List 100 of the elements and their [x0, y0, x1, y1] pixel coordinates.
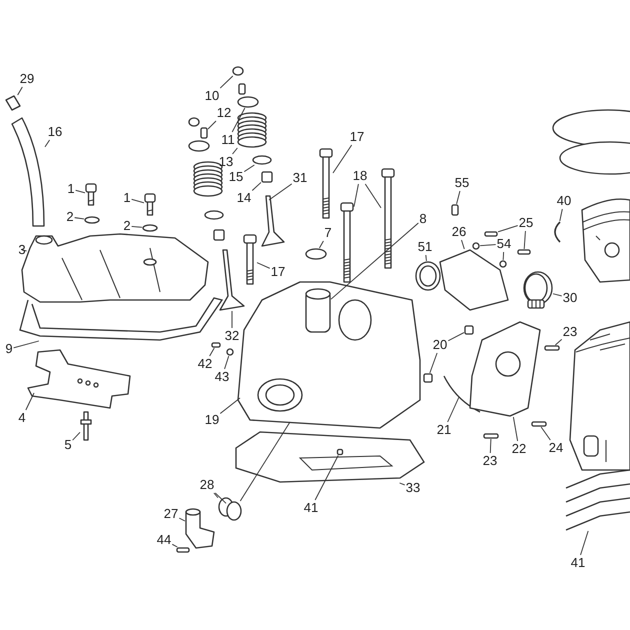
intake-manifold — [439, 249, 509, 311]
leader-line — [524, 230, 526, 250]
leader-line — [480, 244, 496, 246]
hose-fitting — [5, 95, 21, 111]
callout-number: 1 — [67, 182, 75, 196]
head-gasket — [235, 431, 425, 483]
leader-line — [332, 144, 352, 174]
screw — [544, 345, 560, 351]
callout-number: 13 — [218, 155, 234, 169]
callout-number: 14 — [236, 191, 252, 205]
leader-line — [552, 293, 562, 296]
leader-line — [232, 108, 246, 132]
dowel-pin — [423, 373, 433, 383]
callout-number: 8 — [419, 212, 427, 226]
leader-line — [209, 348, 215, 356]
callout-number: 10 — [204, 89, 220, 103]
o-ring — [305, 248, 327, 260]
callout-number: 16 — [48, 125, 62, 139]
stud-pin — [80, 411, 92, 441]
leader-line — [429, 352, 438, 374]
leader-line — [252, 182, 262, 191]
leader-line — [425, 254, 427, 262]
leader-line — [13, 340, 40, 348]
leader-line — [72, 432, 80, 441]
leader-line — [461, 240, 465, 250]
callout-number: 2 — [123, 219, 131, 233]
screw — [211, 342, 221, 348]
leader-line — [214, 492, 226, 504]
leader-line — [44, 140, 50, 148]
leader-line — [330, 222, 419, 300]
leader-line — [498, 225, 518, 232]
spring-seat-washer — [204, 210, 224, 220]
bolt — [340, 202, 354, 283]
spring-washer — [237, 96, 259, 108]
leader-line — [318, 240, 324, 248]
callout-number: 23 — [482, 454, 498, 468]
valve-cap — [232, 66, 244, 76]
washer — [226, 348, 234, 356]
bolt — [243, 234, 257, 285]
valve — [261, 195, 285, 247]
dowel-pin — [336, 448, 344, 456]
leader-line — [490, 438, 492, 454]
callout-number: 17 — [270, 265, 286, 279]
callout-number: 42 — [198, 357, 212, 371]
valve-guide — [305, 288, 331, 333]
leader-line — [512, 416, 518, 442]
callout-number: 32 — [224, 329, 240, 343]
bolt — [319, 148, 333, 219]
screw — [483, 433, 499, 439]
leader-line — [456, 190, 460, 204]
leader-line — [213, 492, 218, 498]
callout-number: 9 — [5, 342, 13, 356]
leader-line — [178, 518, 186, 522]
screw — [517, 249, 531, 255]
callout-number: 4 — [18, 411, 26, 425]
leader-line — [244, 164, 255, 172]
cylinder-head — [237, 281, 421, 429]
hose-clamp — [523, 271, 553, 309]
valve — [219, 249, 245, 311]
washer — [142, 224, 158, 232]
piston-ring — [552, 109, 630, 147]
spring-washer — [188, 140, 210, 152]
leader-line — [240, 422, 290, 502]
callout-number: 27 — [164, 507, 178, 521]
cover-gasket — [19, 297, 224, 341]
valve-keeper — [238, 83, 246, 95]
callout-number: 26 — [452, 225, 466, 239]
callout-number: 5 — [64, 438, 72, 452]
leader-line — [540, 426, 551, 440]
leader-line — [17, 86, 23, 96]
callout-number: 24 — [548, 441, 564, 455]
leader-line — [559, 208, 563, 222]
callout-number: 21 — [436, 423, 452, 437]
callout-number: 33 — [406, 481, 420, 495]
callout-number: 30 — [562, 291, 578, 305]
leader-line — [131, 226, 142, 228]
circlip — [554, 221, 561, 243]
callout-number: 40 — [556, 194, 572, 208]
screw — [531, 421, 547, 427]
valve-cap — [188, 117, 200, 127]
bolt — [381, 168, 395, 269]
callout-number: 2 — [66, 210, 74, 224]
leader-line — [172, 544, 178, 548]
leader-line — [74, 217, 84, 220]
callout-number: 54 — [496, 237, 512, 251]
gasket — [27, 349, 131, 409]
leader-line — [399, 482, 406, 486]
callout-number: 11 — [221, 133, 235, 147]
callout-number: 3 — [18, 243, 26, 257]
screw — [484, 231, 498, 237]
callout-number: 19 — [204, 413, 220, 427]
callout-number: 55 — [454, 176, 470, 190]
callout-number: 31 — [292, 171, 308, 185]
leader-line — [448, 332, 464, 342]
callout-number: 23 — [562, 325, 578, 339]
elbow-fitting — [185, 508, 215, 549]
sealing-ring — [415, 261, 441, 291]
leader-line — [364, 184, 382, 208]
breather-hose — [11, 117, 45, 227]
valve-seal — [261, 171, 273, 183]
